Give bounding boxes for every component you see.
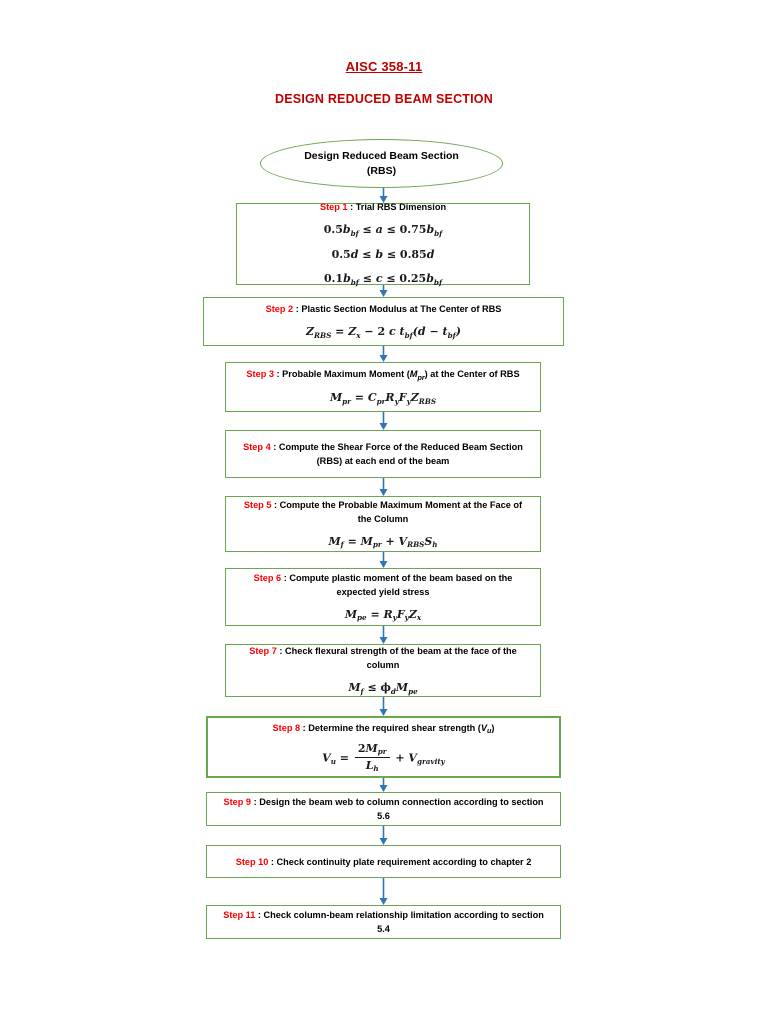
step-2-separator: : <box>293 304 302 314</box>
flow-start-node[interactable]: Design Reduced Beam Section (RBS) <box>260 139 503 188</box>
step-9-header: Step 9 : Design the beam web to column c… <box>207 795 560 823</box>
step-7-separator: : <box>276 646 285 656</box>
connector-arrow-step7-to-step8 <box>379 697 388 716</box>
title-standard-code: AISC 358-11 <box>345 59 423 74</box>
step-1-equation-1: 0.5bbf ≤ a ≤ 0.75bbf <box>323 223 443 238</box>
step-10-header: Step 10 : Check continuity plate require… <box>226 855 542 869</box>
step-6-equation-1: Mpe = RyFyZx <box>344 607 422 623</box>
step-8-header: Step 8 : Determine the required shear st… <box>272 722 495 736</box>
flow-node-step-11[interactable]: Step 11 : Check column-beam relationship… <box>206 905 561 939</box>
step-5-header: Step 5 : Compute the Probable Maximum Mo… <box>226 498 540 526</box>
step-9-separator: : <box>251 797 260 807</box>
step-4-separator: : <box>270 442 279 452</box>
flow-node-step-8[interactable]: Step 8 : Determine the required shear st… <box>206 716 561 778</box>
connector-arrow-step5-to-step6 <box>379 552 388 568</box>
step-6-text: Compute plastic moment of the beam based… <box>289 572 513 597</box>
connector-arrow-step4-to-step5 <box>379 478 388 496</box>
step-5-separator: : <box>271 499 280 510</box>
step-8-label: Step 8 <box>272 722 301 733</box>
step-9-text: Design the beam web to column connection… <box>259 797 544 821</box>
step-3-label: Step 3 <box>246 369 274 379</box>
step-1-header: Step 1 : Trial RBS Dimension <box>310 200 456 214</box>
step-4-text: Compute the Shear Force of the Reduced B… <box>278 442 523 466</box>
step-11-separator: : <box>255 910 264 920</box>
step-4-label: Step 4 <box>243 442 271 452</box>
step-11-text: Check column-beam relationship limitatio… <box>263 910 544 934</box>
step-10-label: Step 10 <box>235 856 269 867</box>
title-subject: DESIGN REDUCED BEAM SECTION <box>275 92 493 106</box>
connector-arrow-step10-to-step11 <box>379 878 388 905</box>
connector-arrow-step2-to-step3 <box>379 346 388 362</box>
step-7-header: Step 7 : Check flexural strength of the … <box>226 644 540 672</box>
step-6-separator: : <box>281 572 290 583</box>
step-7-text: Check flexural strength of the beam at t… <box>284 646 517 670</box>
step-2-text: Plastic Section Modulus at The Center of… <box>301 304 502 314</box>
flow-node-step-5[interactable]: Step 5 : Compute the Probable Maximum Mo… <box>225 496 541 552</box>
step-5-label: Step 5 <box>243 499 272 510</box>
step-5-text: Compute the Probable Maximum Moment at t… <box>279 499 523 524</box>
step-11-label: Step 11 <box>223 910 256 920</box>
flow-node-step-2[interactable]: Step 2 : Plastic Section Modulus at The … <box>203 297 564 346</box>
step-2-header: Step 2 : Plastic Section Modulus at The … <box>256 302 512 316</box>
connector-arrow-start-to-step1 <box>379 188 388 203</box>
connector-arrow-step1-to-step2 <box>379 285 388 297</box>
step-1-equation-2: 0.5d ≤ b ≤ 0.85d <box>331 248 435 261</box>
flow-node-step-6[interactable]: Step 6 : Compute plastic moment of the b… <box>225 568 541 626</box>
flow-node-step-1[interactable]: Step 1 : Trial RBS Dimension 0.5bbf ≤ a … <box>236 200 530 287</box>
connector-arrow-step3-to-step4 <box>379 412 388 430</box>
page-title: AISC 358-11 DESIGN REDUCED BEAM SECTION <box>0 58 768 106</box>
step-7-label: Step 7 <box>249 646 277 656</box>
connector-arrow-step8-to-step9 <box>379 778 388 792</box>
step-2-label: Step 2 <box>265 304 294 314</box>
flow-node-step-4[interactable]: Step 4 : Compute the Shear Force of the … <box>225 430 541 478</box>
step-1-text: Trial RBS Dimension <box>355 202 447 212</box>
step-7-equation-1: Mf ≤ ϕdMpe <box>348 681 418 696</box>
step-9-label: Step 9 <box>223 797 252 807</box>
start-node-line2: (RBS) <box>366 164 397 177</box>
step-8-equation-1: Vu = 2Mpr Lh + Vgravity <box>322 741 445 774</box>
step-4-header: Step 4 : Compute the Shear Force of the … <box>226 440 540 468</box>
step-1-separator: : <box>347 202 356 212</box>
step-1-equation-3: 0.1bbf ≤ c ≤ 0.25bbf <box>323 272 443 287</box>
flow-node-step-3[interactable]: Step 3 : Probable Maximum Moment (Mpr) a… <box>225 362 541 412</box>
flow-node-step-10[interactable]: Step 10 : Check continuity plate require… <box>206 845 561 878</box>
flow-node-step-7[interactable]: Step 7 : Check flexural strength of the … <box>225 644 541 697</box>
step-10-separator: : <box>268 856 277 867</box>
step-11-header: Step 11 : Check column-beam relationship… <box>207 908 560 936</box>
step-10-text: Check continuity plate requirement accor… <box>276 856 532 867</box>
flow-node-step-9[interactable]: Step 9 : Design the beam web to column c… <box>206 792 561 826</box>
step-2-equation-1: ZRBS = Zx − 2 c tbf(d − tbf) <box>306 325 461 340</box>
step-1-label: Step 1 <box>319 202 348 212</box>
step-5-equation-1: Mf = Mpr + VRBSSh <box>328 534 438 550</box>
step-8-separator: : <box>300 722 309 733</box>
start-node-line1: Design Reduced Beam Section <box>304 149 459 162</box>
step-3-separator: : <box>273 369 283 379</box>
step-3-equation-1: Mpr = CprRyFyZRBS <box>329 391 437 406</box>
connector-arrow-step6-to-step7 <box>379 626 388 644</box>
step-3-header: Step 3 : Probable Maximum Moment (Mpr) a… <box>246 369 520 382</box>
connector-arrow-step9-to-step10 <box>379 826 388 845</box>
step-6-header: Step 6 : Compute plastic moment of the b… <box>226 571 540 599</box>
step-6-label: Step 6 <box>253 572 282 583</box>
